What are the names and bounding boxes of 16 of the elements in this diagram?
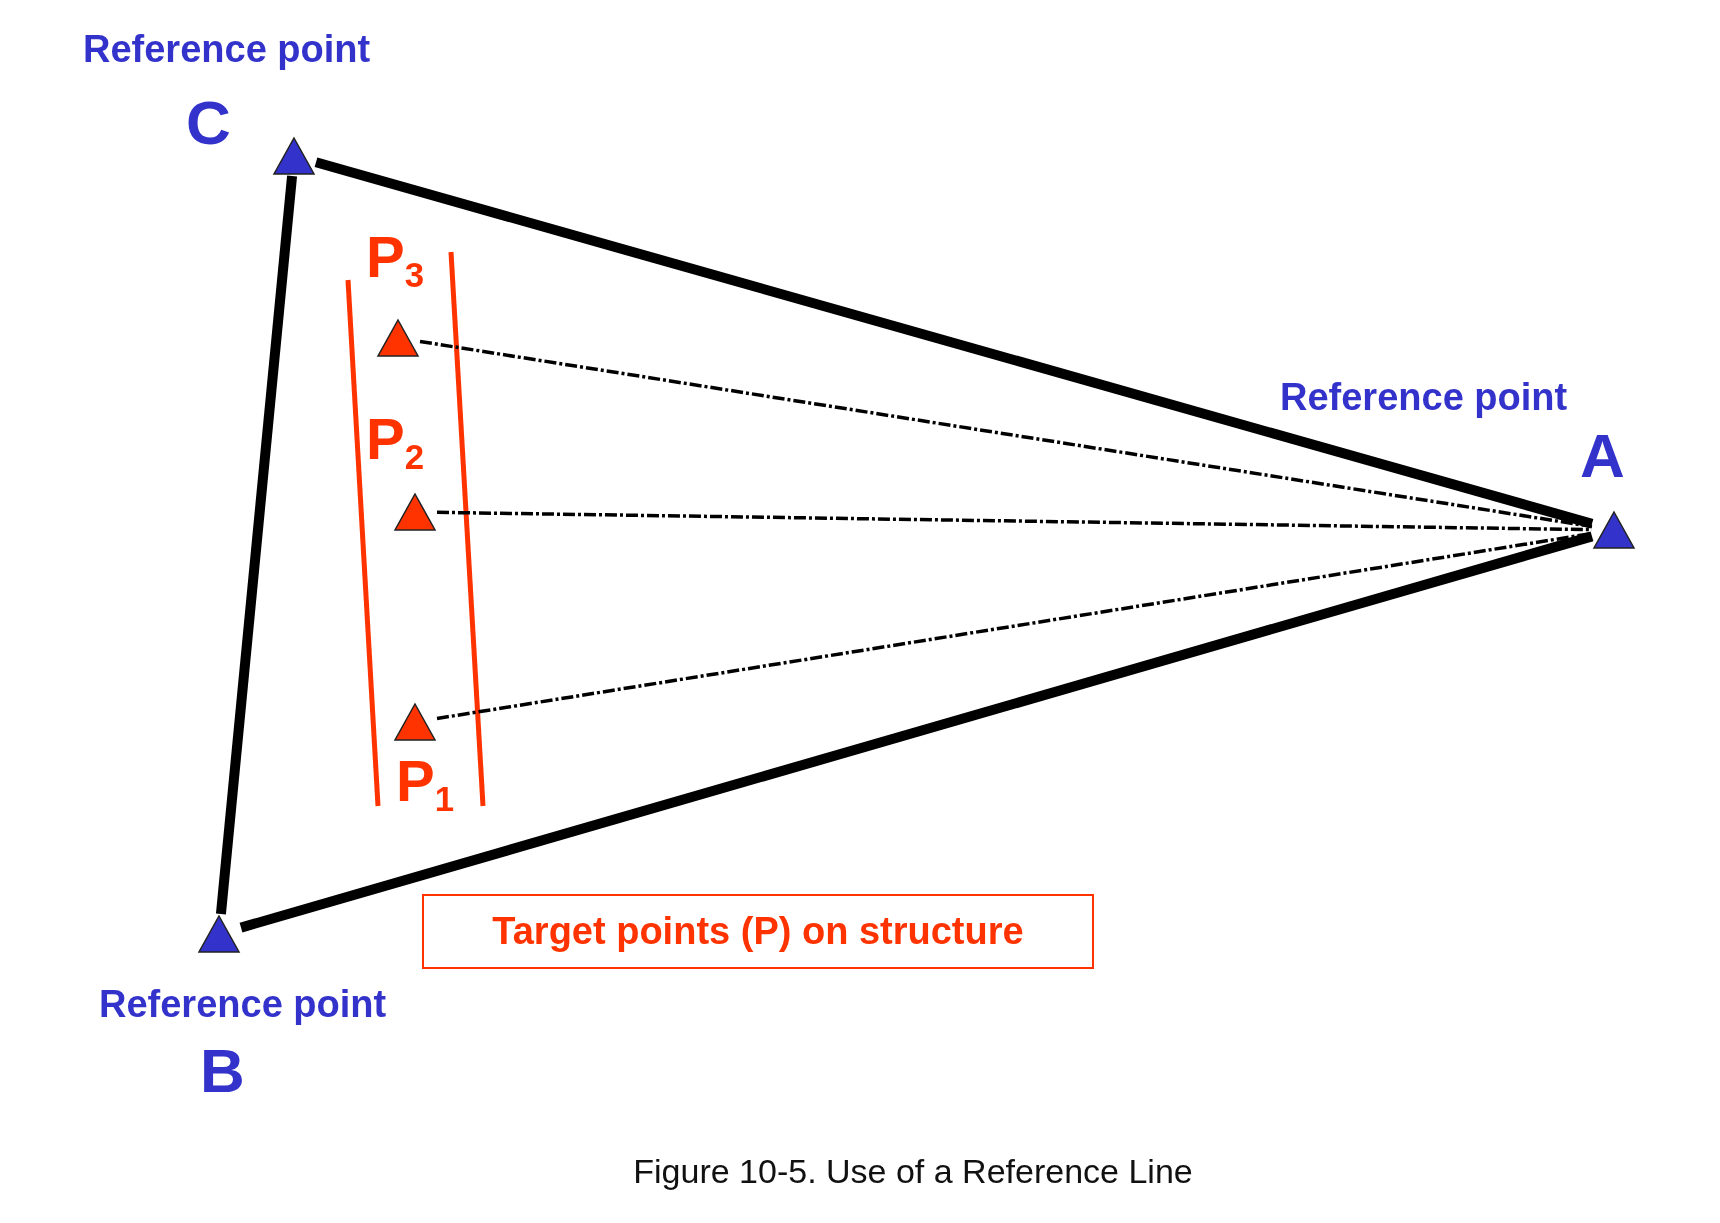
point-label: P$_{2}$ (366, 410, 425, 476)
point-label: P$_{1}$ (396, 752, 455, 818)
point-caption: Reference point (83, 30, 371, 68)
figure-caption: Figure 10-5. Use of a Reference Line (633, 1152, 1193, 1191)
point-label: P$_{3}$ (366, 228, 425, 294)
point-caption: Reference point (1280, 378, 1568, 416)
reference-line (239, 531, 1594, 933)
point-label: B (200, 1040, 245, 1102)
point-caption: Reference point (99, 985, 387, 1023)
point-label: A (1580, 425, 1625, 487)
point-label: C (186, 92, 231, 154)
text-box (422, 894, 1094, 969)
sight-line (419, 339, 1593, 529)
box-label: Target points (P) on structure (492, 910, 1024, 953)
reference-line (314, 157, 1594, 529)
reference-line (215, 175, 298, 915)
